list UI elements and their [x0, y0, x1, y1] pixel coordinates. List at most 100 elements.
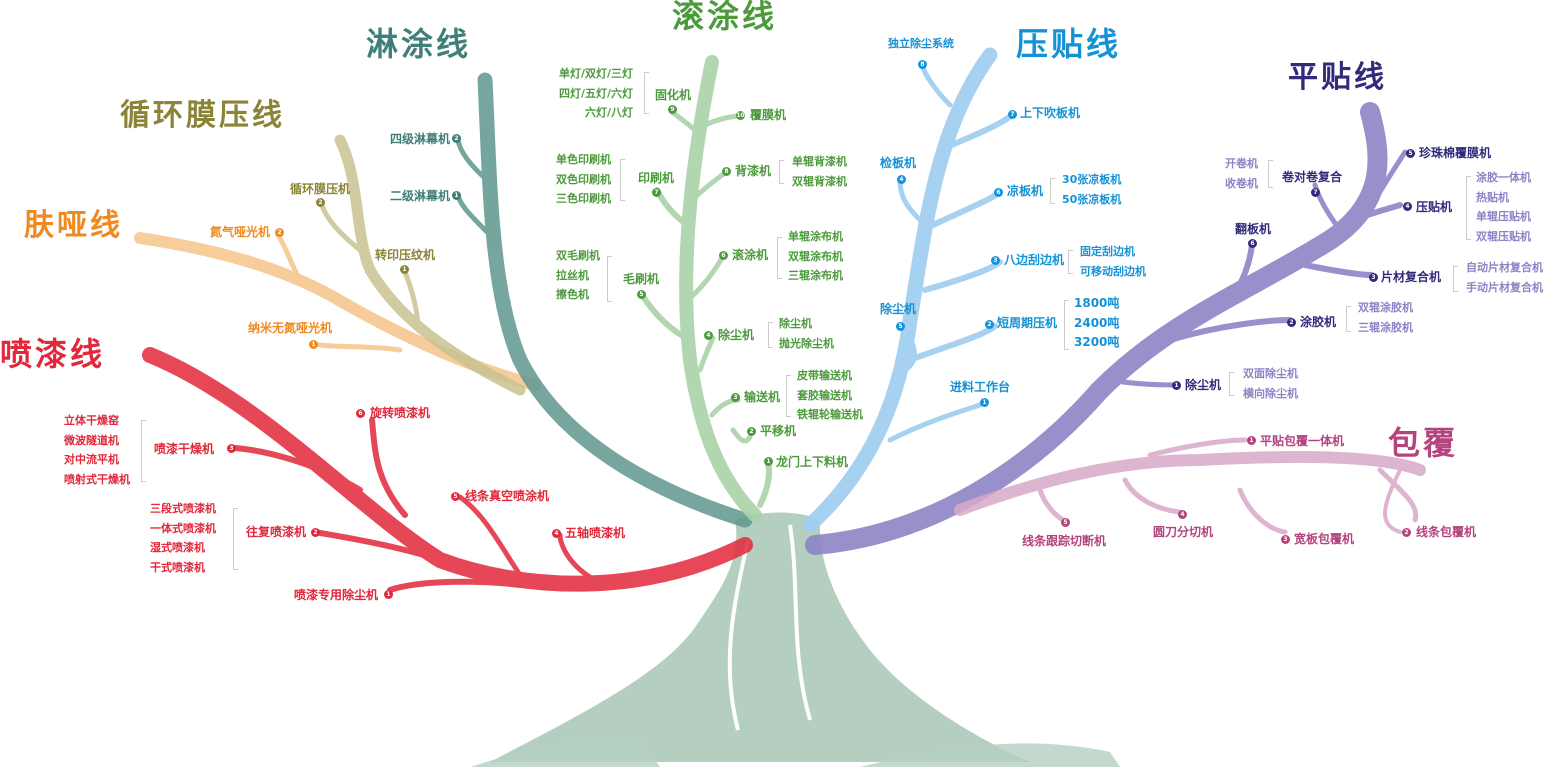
flat-node-4-sub-4: 双辊压贴机: [1476, 229, 1531, 243]
roller-node-9-sub-3: 六灯/八灯: [585, 106, 634, 119]
roller-node-5-subs: 双毛刷机 拉丝机 擦色机: [556, 246, 600, 305]
flat-node-7-sub-2: 收卷机: [1225, 176, 1258, 190]
cycle-node-2-label: 循环膜压机: [290, 182, 351, 196]
flat-node-4-sub-1: 涂胶一体机: [1476, 171, 1531, 184]
roller-node-8-subs: 单辊背漆机 双辊背漆机: [792, 152, 847, 191]
roller-node-7-label: 印刷机: [638, 171, 675, 185]
spray-node-3-number: 3: [227, 444, 236, 453]
flat-node-4-sub-3: 单辊压贴机: [1476, 210, 1531, 223]
spray-node-3-bracket: [141, 420, 146, 482]
wrap-node-5-number: 5: [1061, 518, 1070, 527]
press-node-4-number: 4: [897, 175, 906, 184]
flat-node-4-bracket: [1466, 176, 1471, 240]
roller-node-5-label: 毛刷机: [623, 272, 660, 286]
spray-node-2-number: 2: [311, 528, 320, 537]
flat-node-3-sub-1: 自动片材复合机: [1466, 261, 1543, 274]
wrap-node-4-number: 4: [1178, 510, 1187, 519]
press-node-1-label: 进料工作台: [950, 380, 1011, 394]
roller-node-6-subs: 单辊涂布机 双辊涂布机 三辊涂布机: [788, 227, 843, 286]
roller-node-9-sub-2: 四灯/五灯/六灯: [559, 86, 634, 100]
spray-node-2-sub-1: 三段式喷漆机: [150, 502, 216, 515]
roller-node-4-number: 4: [704, 331, 713, 340]
flat-node-1-number: 1: [1172, 381, 1181, 390]
flat-node-3-number: 3: [1369, 273, 1378, 282]
branch-cycle: [319, 134, 526, 396]
press-node-8-label: 独立除尘系统: [888, 37, 954, 50]
title-wrap: 包覆: [1388, 424, 1459, 462]
roller-node-4-bracket: [768, 322, 773, 348]
flat-node-7-bracket: [1268, 160, 1273, 188]
spray-node-5-number: 5: [451, 492, 460, 501]
press-node-5-label: 除尘机: [880, 302, 917, 316]
spray-node-2-sub-4: 干式喷漆机: [150, 560, 205, 574]
press-node-6-number: 6: [994, 188, 1003, 197]
roller-node-1-label: 龙门上下料机: [776, 455, 849, 469]
roller-node-8-number: 8: [722, 167, 731, 176]
roller-node-6-number: 6: [719, 251, 728, 260]
branch-flat: [805, 102, 1408, 555]
roller-node-6-sub-1: 单辊涂布机: [788, 230, 843, 243]
roller-node-7-sub-3: 三色印刷机: [556, 192, 611, 205]
roller-node-4-label: 除尘机: [718, 328, 755, 342]
flat-node-4-sub-2: 热贴机: [1476, 190, 1509, 204]
press-node-1-number: 1: [980, 398, 989, 407]
curtain-node-2-number: 2: [452, 134, 461, 143]
flat-node-5-number: 5: [1406, 149, 1415, 158]
title-matte: 肤哑线: [24, 208, 123, 243]
roller-node-9-number: 9: [668, 105, 677, 114]
press-node-6-label: 凉板机: [1007, 184, 1044, 198]
branch-wrap: [954, 437, 1426, 535]
flat-node-1-sub-2: 横向除尘机: [1243, 386, 1298, 400]
roller-node-8-label: 背漆机: [735, 164, 772, 178]
roller-node-5-bracket: [607, 256, 612, 302]
wrap-node-3-number: 3: [1281, 535, 1290, 544]
cycle-node-1-label: 转印压纹机: [375, 248, 436, 262]
wrap-node-4-label: 圆刀分切机: [1153, 525, 1214, 539]
flat-node-7-subs: 开卷机 收卷机: [1225, 154, 1258, 193]
press-node-3-sub-2: 可移动刮边机: [1080, 264, 1146, 278]
roller-node-8-sub-1: 单辊背漆机: [792, 155, 847, 168]
flat-node-2-sub-1: 双辊涂胶机: [1358, 301, 1413, 314]
roller-node-4-sub-1: 除尘机: [779, 317, 812, 330]
roller-node-4-sub-2: 抛光除尘机: [779, 336, 834, 350]
wrap-node-1-label: 平贴包覆一体机: [1260, 434, 1345, 448]
matte-node-2-label: 氮气哑光机: [210, 225, 271, 239]
press-node-4-label: 检板机: [880, 156, 917, 170]
flat-node-1-bracket: [1229, 372, 1234, 396]
branch-roller: [639, 55, 772, 522]
press-node-2-label: 短周期压机: [997, 316, 1058, 330]
flat-node-2-subs: 双辊涂胶机 三辊涂胶机: [1358, 298, 1413, 337]
wrap-node-5-label: 线条跟踪切断机: [1022, 534, 1107, 548]
roller-node-10-number: 10: [736, 111, 745, 120]
roller-node-9-subs: 单灯/双灯/三灯 四灯/五灯/六灯 六灯/八灯: [559, 64, 633, 123]
title-flat: 平贴线: [1288, 60, 1387, 95]
flat-node-4-label: 压贴机: [1416, 200, 1453, 214]
spray-node-2-sub-3: 湿式喷漆机: [150, 541, 205, 554]
flat-node-3-label: 片材复合机: [1381, 270, 1442, 284]
press-node-6-sub-1: 30张凉板机: [1062, 173, 1122, 186]
trunk: [470, 512, 1120, 767]
spray-node-3-sub-3: 对中流平机: [64, 453, 119, 466]
press-node-6-sub-2: 50张凉板机: [1062, 192, 1122, 206]
press-node-7-label: 上下吹板机: [1020, 106, 1081, 120]
flat-node-7-label: 卷对卷复合: [1282, 170, 1343, 184]
curtain-node-1-label: 二级淋幕机: [390, 189, 451, 203]
roller-node-6-sub-2: 双辊涂布机: [788, 249, 843, 263]
title-spray: 喷漆线: [0, 335, 106, 373]
press-node-2-number: 2: [985, 320, 994, 329]
branch-spray: [142, 347, 753, 593]
title-press: 压贴线: [1016, 25, 1122, 63]
spray-node-3-sub-1: 立体干燥窑: [64, 414, 119, 427]
wrap-node-2-number: 2: [1402, 528, 1411, 537]
spray-node-2-bracket: [233, 508, 238, 570]
roller-node-5-number: 5: [637, 290, 646, 299]
roller-node-2-number: 2: [747, 427, 756, 436]
curtain-node-2-label: 四级淋幕机: [390, 132, 451, 146]
roller-node-3-bracket: [786, 375, 791, 417]
flat-node-2-label: 涂胶机: [1300, 315, 1337, 329]
flat-node-3-bracket: [1453, 266, 1458, 292]
spray-node-5-label: 线条真空喷涂机: [465, 489, 550, 503]
spray-node-6-label: 旋转喷漆机: [370, 406, 431, 420]
spray-node-3-sub-2: 微波隧道机: [64, 433, 119, 447]
press-node-7-number: 7: [1008, 110, 1017, 119]
